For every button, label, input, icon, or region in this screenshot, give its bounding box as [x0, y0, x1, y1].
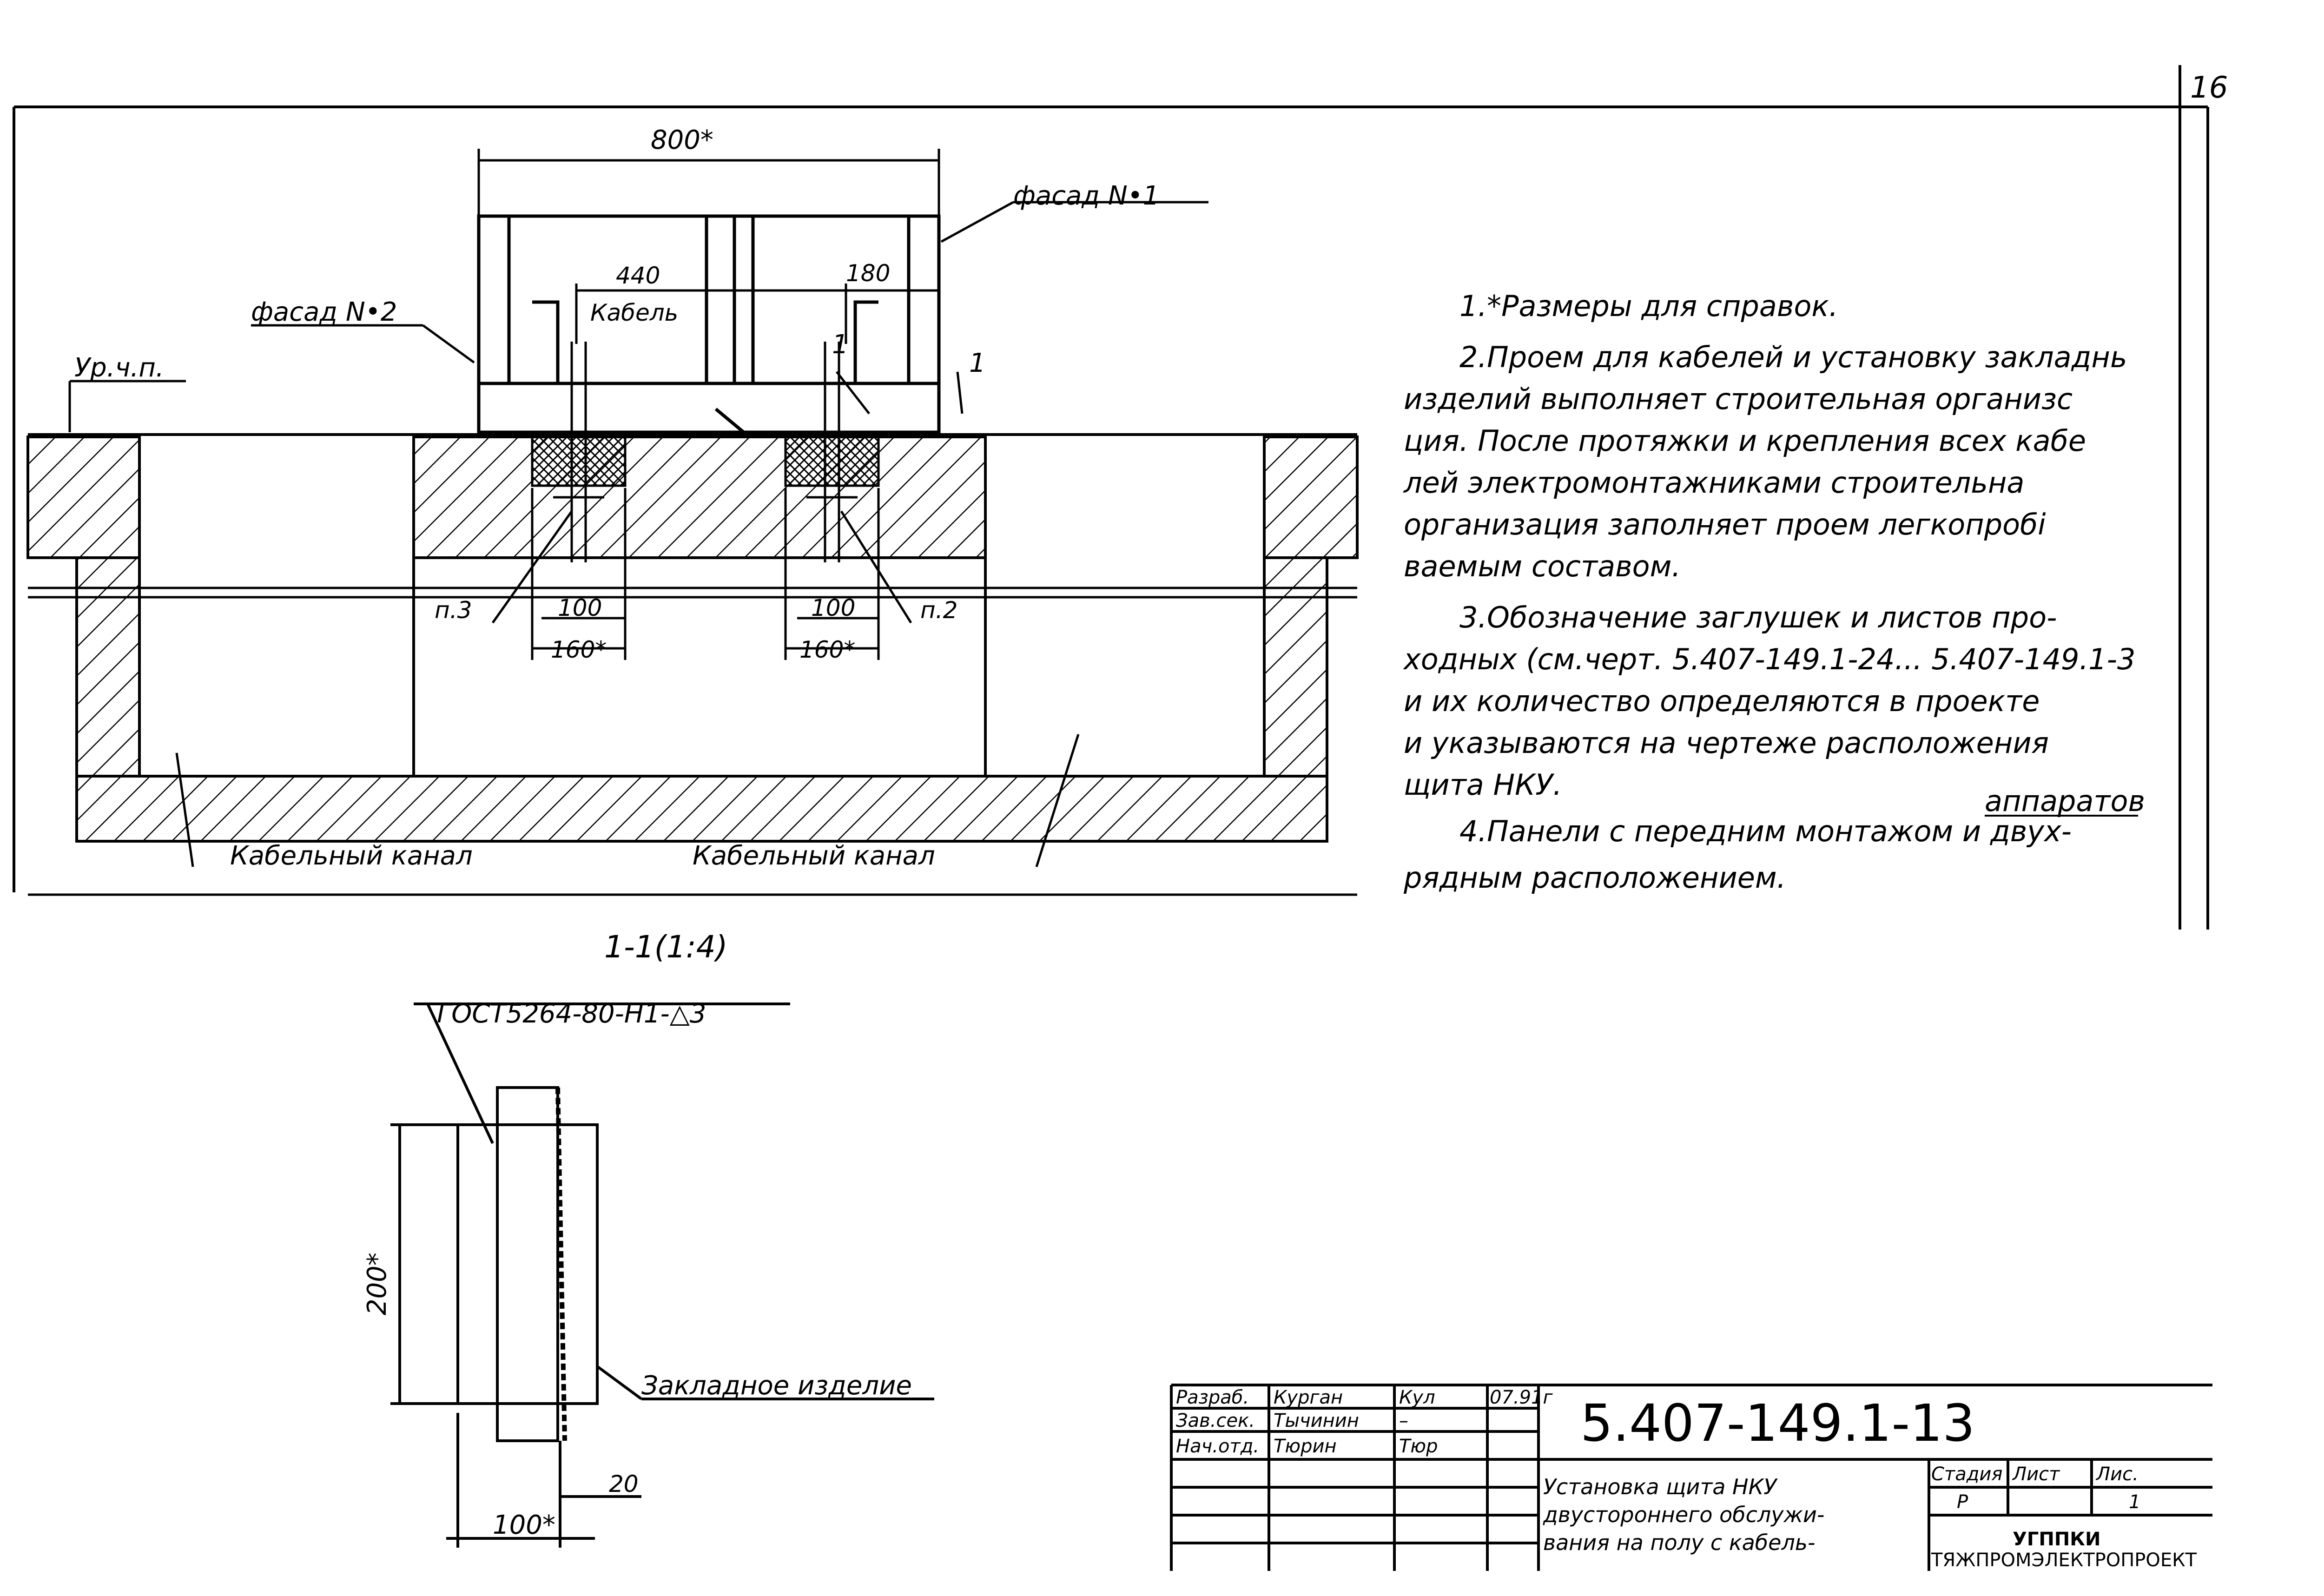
note-line-6: ваемым составом.: [1404, 549, 1681, 583]
wall-left: [75, 556, 141, 778]
label-embedded: Закладное изделие: [641, 1371, 912, 1401]
tb-sheet-label: Лист: [2012, 1464, 2060, 1485]
tb-doc-number: 5.407-149.1-13: [1580, 1393, 1975, 1453]
dim-180: 180: [846, 260, 890, 287]
tb-title-2: вания на полу с кабель-: [1543, 1530, 1816, 1555]
note-line-0: 1.*Размеры для справок.: [1459, 289, 1838, 323]
note-line-1: 2.Проем для кабелей и установку закладнь: [1459, 340, 2127, 374]
tb-role-0: Разраб.: [1176, 1387, 1249, 1408]
tb-sign-2: Тюр: [1399, 1436, 1438, 1457]
notes: 1.*Размеры для справок. 2.Проем для кабе…: [1403, 289, 2145, 895]
dim-100-section: 100*: [493, 1510, 555, 1540]
main-view-labels: 800* 440 180 фасад N•1 фасад N•2 Кабель …: [74, 125, 1159, 871]
opening-right: [784, 433, 880, 487]
sheet-number: 16: [2190, 71, 2228, 105]
dim-440: 440: [616, 262, 660, 289]
label-canal-left: Кабельный канал: [230, 841, 473, 871]
slab-right: [1263, 435, 1359, 559]
tb-org1: УГППКИ: [2013, 1529, 2100, 1550]
tb-role-2: Нач.отд.: [1176, 1436, 1259, 1457]
sheet-frame: [13, 65, 2209, 930]
floor-section: [26, 433, 1359, 843]
slab-bottom: [75, 775, 1328, 843]
section-detail: [390, 1002, 934, 1548]
dim-800: 800*: [651, 125, 713, 155]
tb-title-0: Установка щита НКУ: [1543, 1474, 1778, 1499]
tb-role-1: Зав.сек.: [1176, 1410, 1255, 1431]
tb-sign-0: Кул: [1399, 1387, 1435, 1408]
label-facade-1: фасад N•1: [1013, 181, 1159, 211]
section-mark-left: 1: [832, 330, 849, 360]
switchboard-panel: [477, 214, 941, 434]
tb-org2: ТЯЖПРОМЭЛЕКТРОПРОЕКТ: [1931, 1550, 2197, 1571]
dim-160-right: 160*: [799, 636, 855, 663]
note-line-2: изделий выполняет строительная организс: [1404, 382, 2073, 416]
section-title: 1-1(1:4): [604, 929, 728, 965]
note-line-10: и указываются на чертеже расположения: [1404, 726, 2049, 760]
label-cable: Кабель: [590, 299, 678, 326]
wall-right: [1263, 556, 1328, 778]
tb-name-0: Курган: [1274, 1387, 1343, 1408]
dim-160-left: 160*: [551, 636, 607, 663]
tb-name-2: Тюрин: [1274, 1436, 1337, 1457]
note-line-11: щита НКУ.: [1404, 768, 1562, 802]
weld-label: ГОСТ5264-80-Н1-△3: [437, 999, 706, 1029]
tb-sign-1: –: [1399, 1410, 1408, 1431]
note-insert: аппаратов: [1985, 784, 2145, 818]
dim-100-left: 100: [558, 594, 602, 621]
label-floor-level: Ур.ч.п.: [74, 353, 164, 383]
label-canal-right: Кабельный канал: [693, 841, 935, 871]
tb-date-0: 07.91г: [1490, 1387, 1553, 1408]
section-mark-right: 1: [969, 348, 986, 378]
title-block-text: Разраб. Курган Кул 07.91г Зав.сек. Тычин…: [1176, 1387, 2197, 1571]
tb-stage-label: Стадия: [1931, 1464, 2002, 1485]
tb-name-1: Тычинин: [1274, 1410, 1359, 1431]
label-facade-2: фасад N•2: [251, 297, 397, 327]
note-line-13: рядным расположением.: [1403, 861, 1786, 895]
note-line-4: лей электромонтажниками строительна: [1403, 466, 2024, 500]
note-line-7: 3.Обозначение заглушек и листов про-: [1459, 600, 2057, 634]
slab-center: [412, 435, 987, 559]
slab-left: [26, 435, 141, 559]
title-block: [1170, 1384, 2212, 1571]
tb-stage: Р: [1957, 1491, 1968, 1513]
opening-left: [531, 433, 627, 487]
note-line-3: ция. После протяжки и крепления всех каб…: [1404, 424, 2086, 458]
tb-sheets: 1: [2129, 1491, 2140, 1513]
note-line-8: ходных (см.черт. 5.407-149.1-24... 5.407…: [1403, 642, 2135, 676]
dim-20: 20: [609, 1471, 639, 1497]
label-p2: п.2: [920, 597, 957, 624]
tb-sheets-label: Лис.: [2095, 1464, 2139, 1485]
label-p3: п.3: [435, 597, 472, 624]
note-line-5: организация заполняет проем легкопробі: [1404, 508, 2046, 541]
dimension-lines: [28, 149, 1357, 896]
note-line-12: 4.Панели с передним монтажом и двух-: [1459, 814, 2072, 848]
dim-100-right: 100: [811, 594, 855, 621]
cable-openings: [531, 342, 880, 562]
tb-title-1: двустороннего обслужи-: [1543, 1502, 1824, 1527]
dim-200: 200*: [362, 1253, 392, 1315]
note-line-9: и их количество определяются в проекте: [1404, 684, 2040, 718]
